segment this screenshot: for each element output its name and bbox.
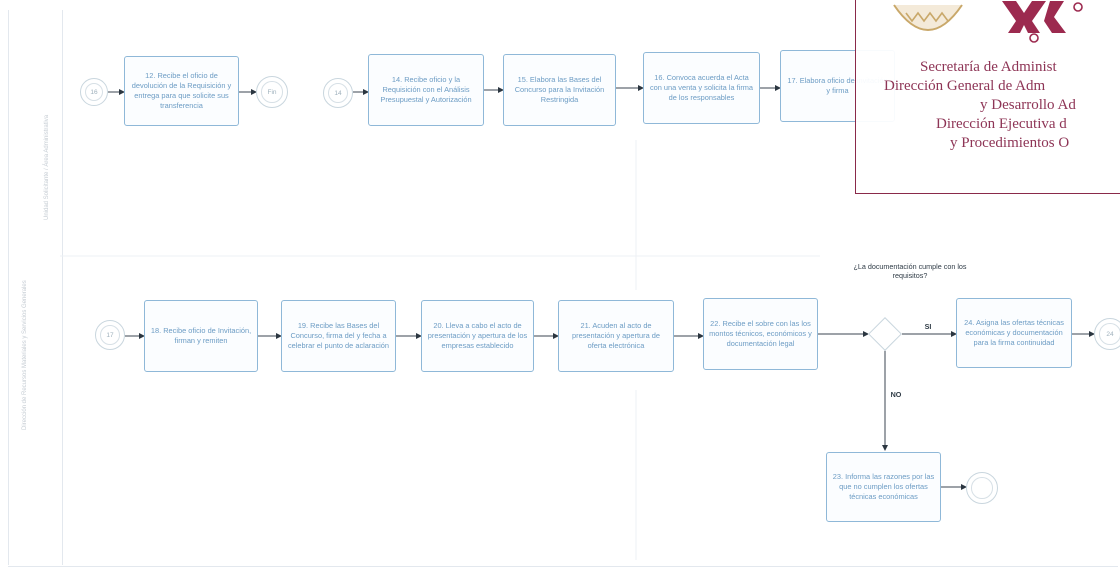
task-14: 14. Recibe oficio y la Requisición con e…	[368, 54, 484, 126]
task-15: 15. Elabora las Bases del Concurso para …	[503, 54, 616, 126]
start-event-row2: 17	[95, 320, 125, 350]
pool-bottom-border	[8, 566, 1118, 567]
stamp-line-3: y Desarrollo Ad	[980, 97, 1076, 113]
start-event-b: 14	[323, 78, 353, 108]
stamp-line-5: y Procedimientos O	[950, 135, 1070, 151]
crest-icon	[893, 4, 963, 31]
letterhead-stamp: Secretaría de Administ Dirección General…	[855, 0, 1120, 194]
pool-left-border	[8, 10, 9, 565]
stamp-line-4: Dirección Ejecutiva d	[936, 116, 1067, 132]
stamp-line-2: Dirección General de Adm	[884, 78, 1046, 94]
task-20: 20. Lleva a cabo el acto de presentación…	[421, 300, 534, 372]
no-label: NO	[890, 390, 902, 399]
task-19: 19. Recibe las Bases del Concurso, firma…	[281, 300, 396, 372]
task-23: 23. Informa las razones por las que no c…	[826, 452, 941, 522]
gateway-question: ¿La documentación cumple con los requisi…	[853, 262, 967, 280]
start-event: 16	[80, 78, 108, 106]
government-emblem-icon	[1002, 1, 1083, 43]
task-22: 22. Recibe el sobre con las los montos t…	[703, 298, 818, 370]
task-18: 18. Recibe oficio de Invitación, firman …	[144, 300, 258, 372]
end-event-row2-b	[966, 472, 998, 504]
end-event-row2: 24	[1094, 318, 1120, 350]
lane-divider	[62, 10, 63, 565]
task-24: 24. Asigna las ofertas técnicas económic…	[956, 298, 1072, 368]
end-event: Fin	[256, 76, 288, 108]
task-16: 16. Convoca acuerda el Acta con una vent…	[643, 52, 760, 124]
stamp-line-1: Secretaría de Administ	[920, 59, 1057, 75]
task-12: 12. Recibe el oficio de devolución de la…	[124, 56, 239, 126]
yes-label: SI	[924, 322, 932, 331]
task-21: 21. Acuden al acto de presentación y ape…	[558, 300, 674, 372]
